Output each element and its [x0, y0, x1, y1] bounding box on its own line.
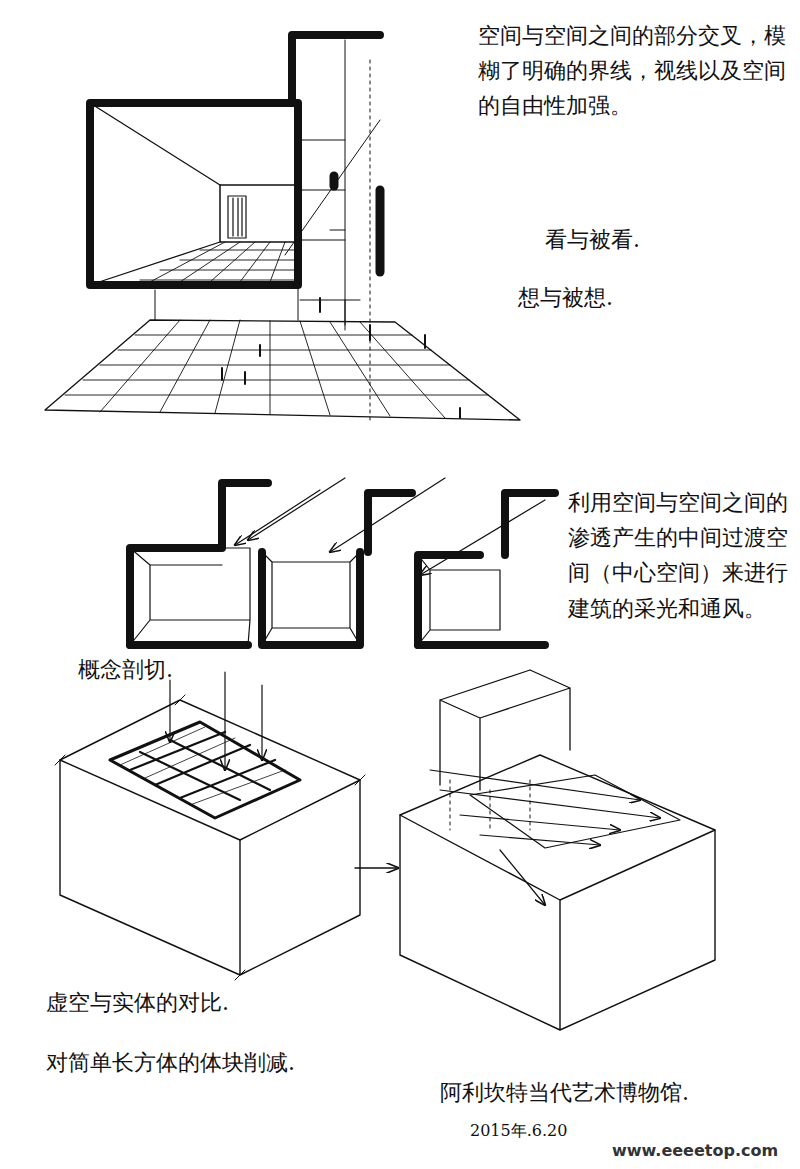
design-note: 空间与空间之间的部分交叉，模糊了明确的界线，视线以及空间的自由性加强。	[478, 18, 788, 124]
project-name: 阿利坎特当代艺术博物馆.	[440, 1075, 790, 1110]
watermark: www.eeeetop.com	[612, 1138, 792, 1164]
design-note: 虚空与实体的对比.	[46, 985, 386, 1020]
design-note: 看与被看.	[545, 222, 745, 257]
design-note: 对简单长方体的体块削减.	[46, 1045, 406, 1080]
design-note: 利用空间与空间之间的渗透产生的中间过渡空间（中心空间）来进行建筑的采光和通风。	[568, 485, 793, 626]
figure-label: 概念剖切.	[78, 652, 228, 687]
design-note: 想与被想.	[518, 280, 718, 315]
date-signature: 2015年.6.20	[470, 1118, 610, 1144]
